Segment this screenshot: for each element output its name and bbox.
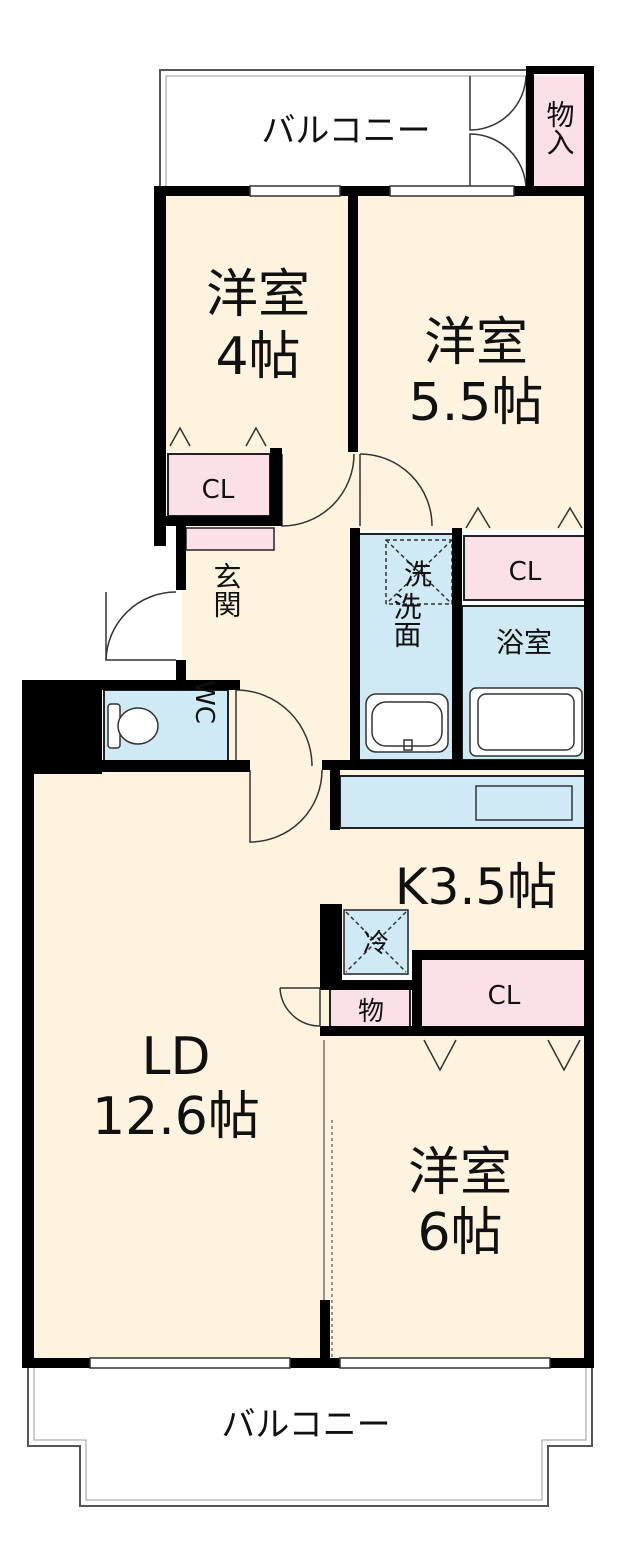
- room-south-6-name: 洋室: [408, 1143, 512, 1203]
- walls: [22, 66, 594, 1368]
- room-south-6-floor: [330, 1032, 586, 1364]
- washroom-label: 洗面: [390, 592, 423, 648]
- ld-size: 12.6帖: [92, 1087, 260, 1147]
- storage-small-floor: [329, 987, 411, 1029]
- closet-b-floor: [463, 535, 587, 601]
- closet-b-label: CL: [509, 557, 542, 587]
- closet-a-floor: [167, 453, 271, 517]
- bathroom-label: 浴室: [496, 626, 552, 659]
- closet-a-label: CL: [202, 475, 235, 505]
- windows: [89, 185, 551, 1369]
- balcony-bottom: [27, 1363, 593, 1507]
- room-west-4-size: 4帖: [215, 327, 300, 387]
- storage-top-floor: [532, 76, 586, 188]
- ld-name: LD: [141, 1027, 210, 1087]
- room-east-55-floor: [354, 190, 586, 530]
- balcony-top-label: バルコニー: [261, 111, 430, 151]
- floor-areas: [28, 190, 586, 1364]
- room-east-55-size: 5.5帖: [409, 373, 544, 433]
- room-east-55-name: 洋室: [424, 313, 528, 373]
- closet-c-label: CL: [488, 981, 521, 1011]
- closet-c-floor: [419, 957, 587, 1029]
- room-west-4-name: 洋室: [206, 265, 310, 325]
- kitchen-label: K3.5帖: [395, 858, 557, 916]
- storage-small-label: 物: [358, 997, 384, 1027]
- storage-top-label: 物入: [543, 100, 576, 156]
- toilet-label: WC: [189, 680, 219, 724]
- fridge-label: 冷: [363, 929, 389, 959]
- balcony-bottom-label: バルコニー: [221, 1405, 390, 1445]
- room-south-6-size: 6帖: [417, 1203, 502, 1263]
- laundry-label: 洗: [404, 558, 432, 591]
- entrance-step: [185, 527, 275, 551]
- fixtures: [105, 75, 583, 1360]
- ld-floor: [28, 770, 330, 1364]
- entrance-label: 玄関: [210, 562, 243, 618]
- room-west-4-floor: [162, 190, 354, 452]
